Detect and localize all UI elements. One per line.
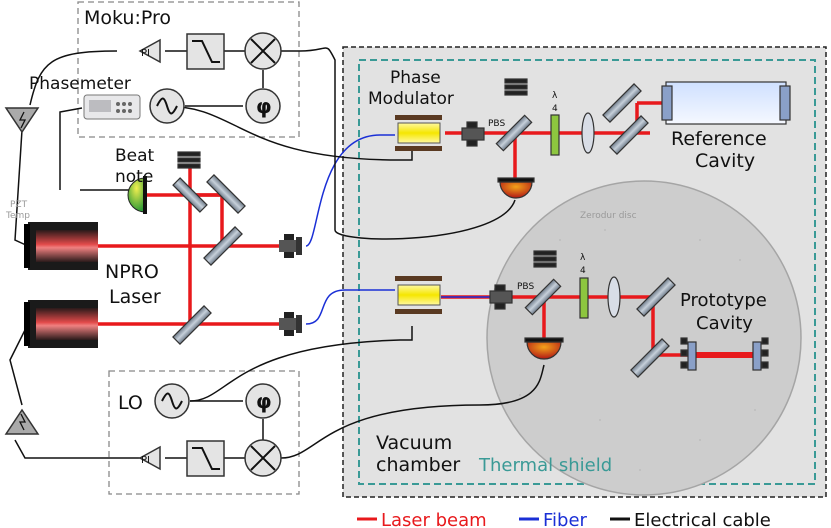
pi-top-label: PI bbox=[141, 48, 150, 59]
pbs-top-label: PBS bbox=[488, 119, 505, 129]
phase-mod-label-2: Modulator bbox=[368, 89, 454, 109]
pzt-label: PZT bbox=[10, 200, 28, 210]
zerodur-label: Zerodur disc bbox=[580, 211, 637, 221]
fiber-coupler-2 bbox=[279, 312, 302, 336]
zerodur-disc bbox=[486, 180, 802, 496]
phi-bottom-label: φ bbox=[256, 389, 272, 413]
prototype-cavity-label-1: Prototype bbox=[680, 290, 767, 311]
lo-moku-box bbox=[108, 370, 300, 495]
moku-bottom-components bbox=[138, 383, 282, 477]
phasemeter-label: Phasemeter bbox=[29, 74, 131, 94]
quarter-wave-top-num: λ bbox=[552, 91, 558, 101]
legend-cable-label: Electrical cable bbox=[634, 510, 771, 528]
pi-bottom-label: PI bbox=[141, 455, 150, 466]
moku-pro-label: Moku:Pro bbox=[84, 7, 171, 29]
top-chamber-optics bbox=[461, 78, 649, 199]
vacuum-chamber-label-2: chamber bbox=[376, 454, 460, 476]
npro-label-2: Laser bbox=[109, 286, 161, 308]
phase-mod-label-1: Phase bbox=[390, 68, 441, 88]
quarter-wave-bottom-num: λ bbox=[580, 253, 586, 263]
prototype-cavity bbox=[680, 337, 769, 371]
thermal-shield-label: Thermal shield bbox=[478, 455, 612, 476]
vacuum-chamber-label-1: Vacuum bbox=[376, 432, 452, 454]
phasemeter-device bbox=[83, 94, 141, 120]
pbs-bottom-label: PBS bbox=[517, 282, 534, 292]
reference-cavity-label-2: Cavity bbox=[695, 150, 755, 172]
moku-pro-box bbox=[77, 1, 300, 138]
reference-cavity bbox=[661, 81, 791, 125]
lo-label: LO bbox=[118, 392, 143, 414]
beat-note-photodiode bbox=[127, 176, 147, 214]
fibers bbox=[305, 134, 495, 325]
zerodur-texture bbox=[519, 229, 756, 471]
bottom-chamber-optics bbox=[489, 250, 676, 378]
npro-label-1: NPRO bbox=[105, 261, 159, 283]
phase-modulator-top bbox=[395, 115, 442, 151]
left-optics bbox=[172, 151, 246, 345]
prototype-cavity-label-2: Cavity bbox=[696, 313, 753, 334]
reference-cavity-label-1: Reference bbox=[671, 128, 767, 150]
legend: Laser beam Fiber Electrical cable bbox=[357, 510, 771, 528]
npro-laser-bottom bbox=[24, 300, 98, 348]
phi-top-label: φ bbox=[256, 94, 272, 118]
fiber-coupler-1 bbox=[279, 234, 302, 258]
phase-modulator-bottom bbox=[395, 276, 442, 314]
quarter-wave-top-den: 4 bbox=[552, 104, 558, 114]
beat-label-2: note bbox=[115, 167, 153, 187]
temp-label: Temp bbox=[5, 211, 30, 221]
moku-top-components bbox=[138, 32, 282, 124]
electrical-cables bbox=[9, 47, 545, 459]
legend-fiber-label: Fiber bbox=[543, 510, 588, 528]
beat-label-1: Beat bbox=[115, 146, 155, 166]
quarter-wave-bottom-den: 4 bbox=[580, 266, 586, 276]
npro-laser-top bbox=[24, 222, 98, 270]
legend-laser-label: Laser beam bbox=[381, 510, 487, 528]
amplifiers bbox=[4, 107, 40, 435]
